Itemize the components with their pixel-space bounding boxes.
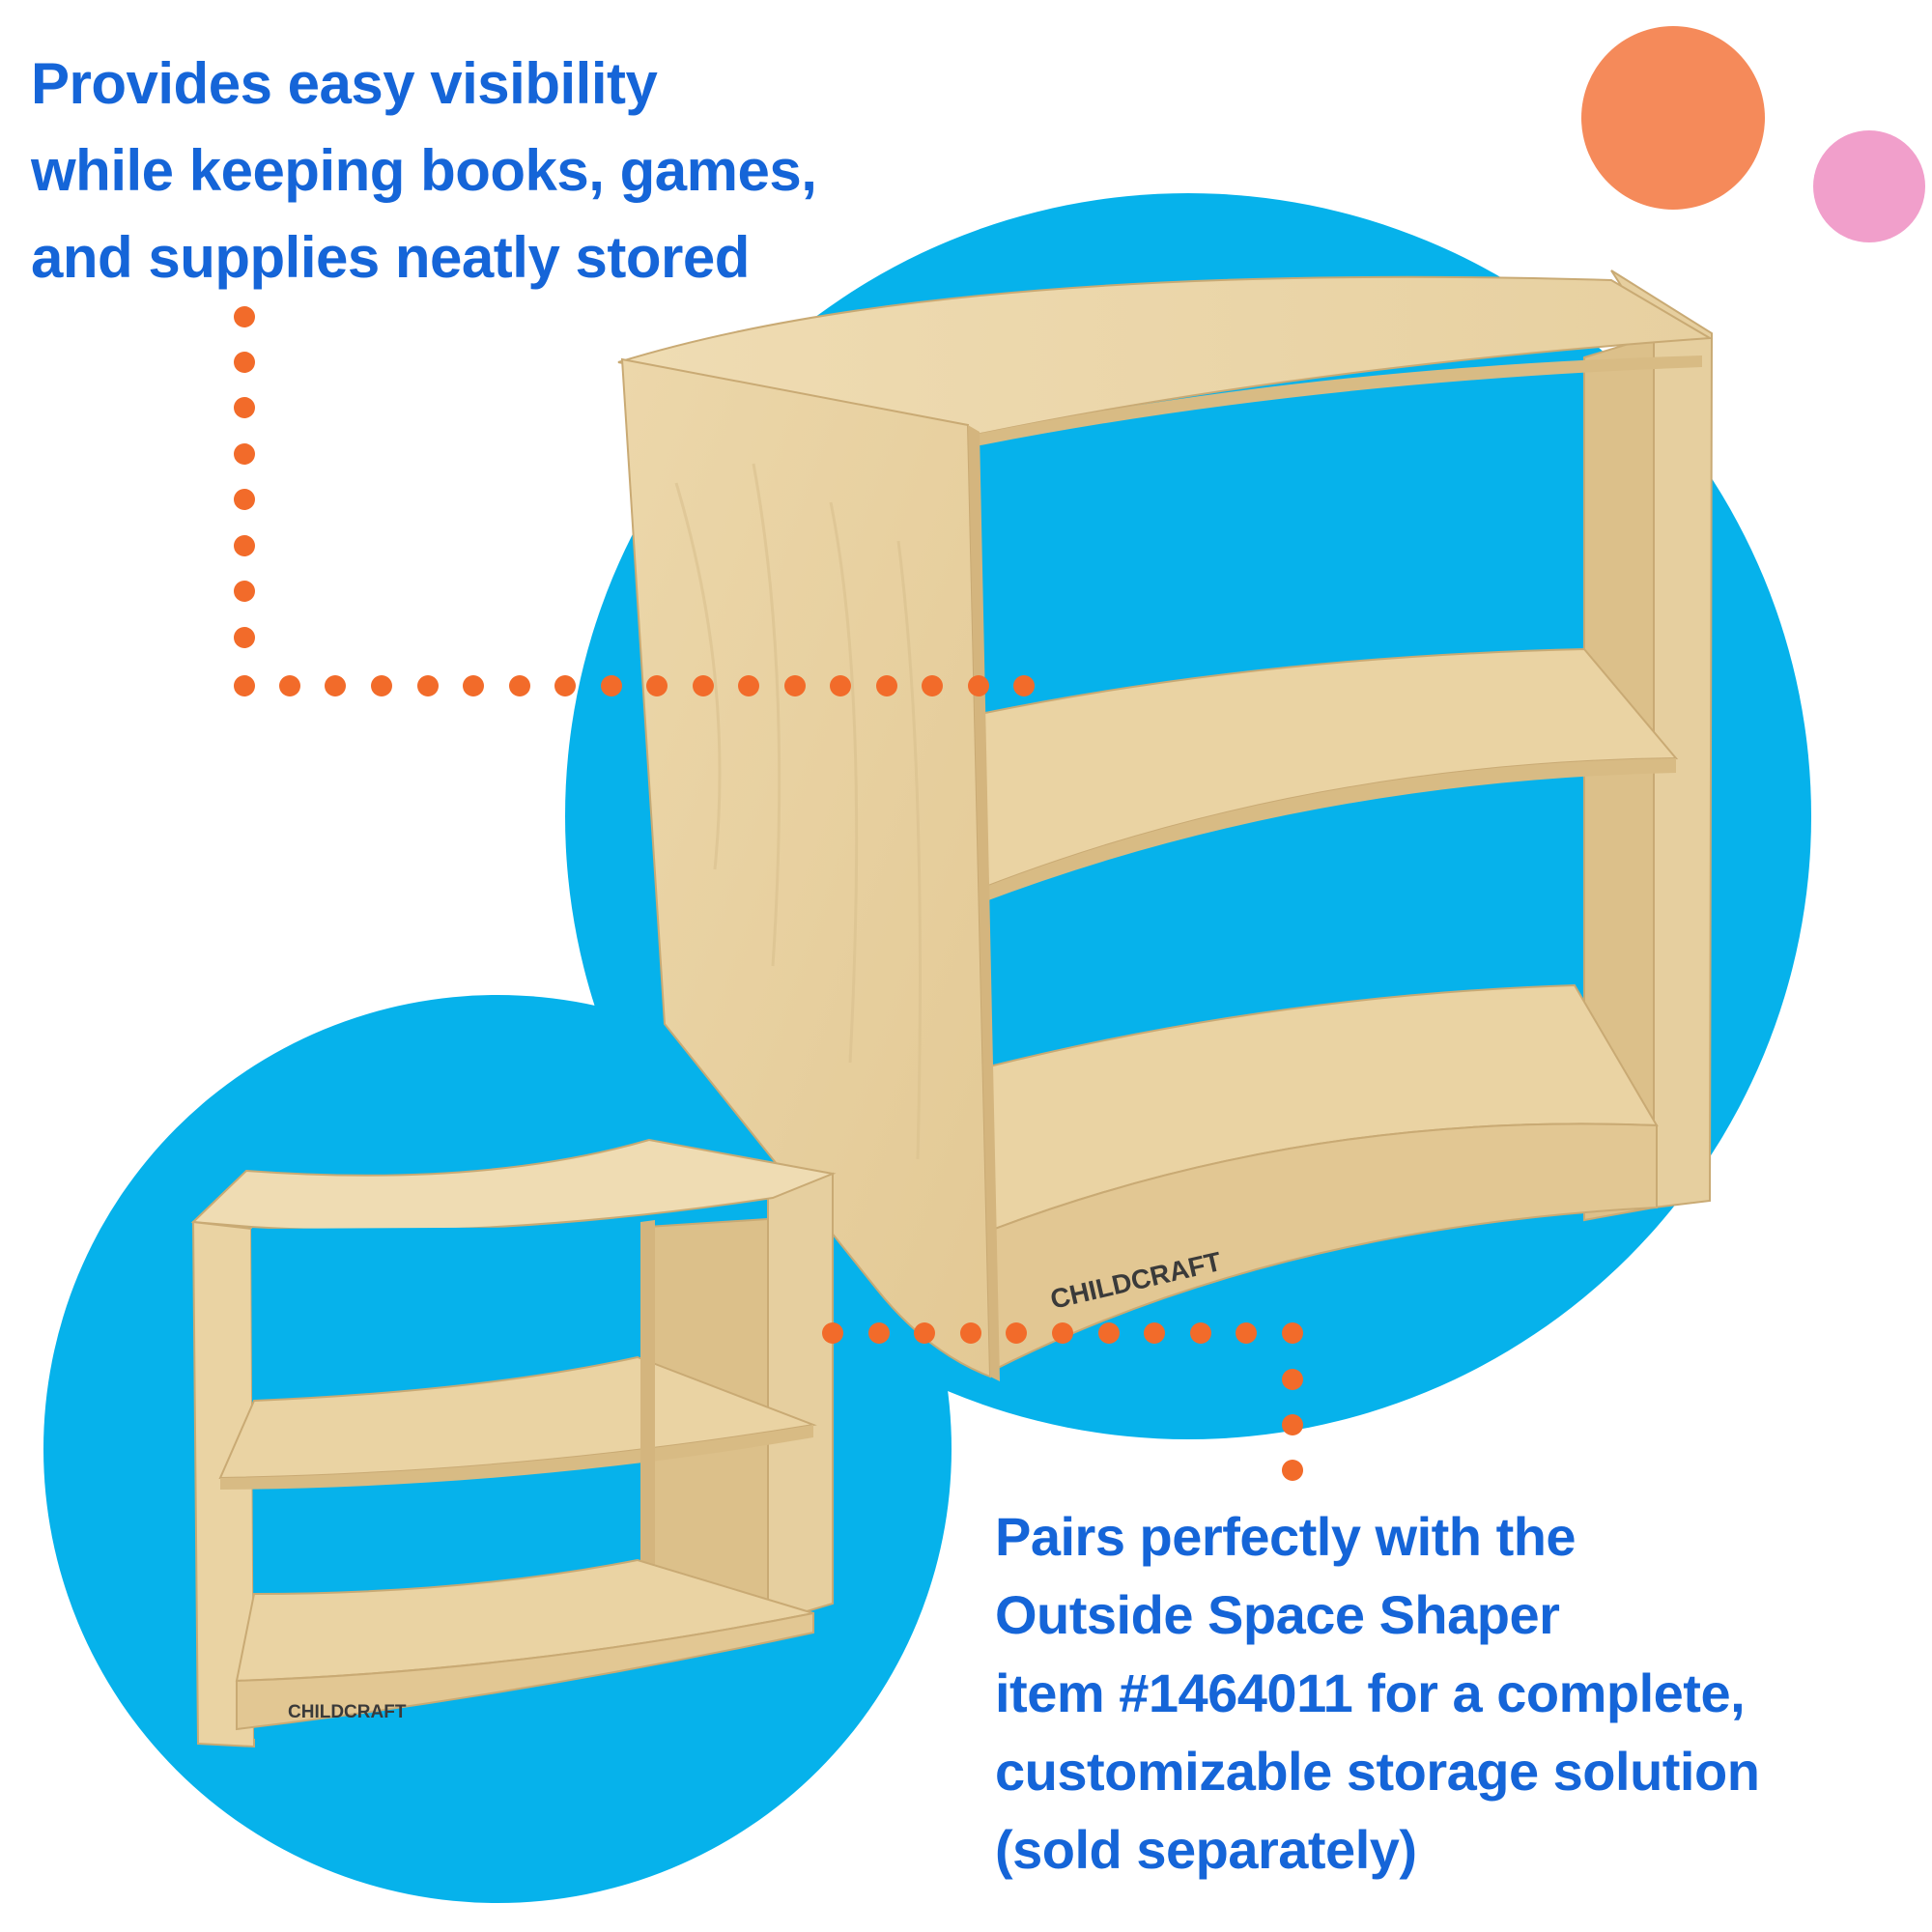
bottom-dotted-connector <box>822 1322 1303 1481</box>
top-dotted-connector <box>234 306 1035 696</box>
callout-line: customizable storage solution <box>995 1741 1760 1802</box>
orange-accent-circle <box>1581 26 1765 210</box>
callout-line: Outside Space Shaper <box>995 1584 1560 1645</box>
callout-line: Provides easy visibility <box>31 51 658 116</box>
callout-line: while keeping books, games, <box>31 138 817 203</box>
callout-line: item #1464011 for a complete, <box>995 1662 1746 1723</box>
pink-accent-circle <box>1813 130 1925 242</box>
callout-line: (sold separately) <box>995 1819 1417 1880</box>
small-shelf-logo: CHILDCRAFT <box>288 1702 407 1722</box>
callout-pairing-text: Pairs perfectly with the Outside Space S… <box>995 1497 1760 1889</box>
callout-line: Pairs perfectly with the <box>995 1506 1577 1567</box>
callout-line: and supplies neatly stored <box>31 225 750 290</box>
callout-visibility-text: Provides easy visibility while keeping b… <box>31 41 817 301</box>
